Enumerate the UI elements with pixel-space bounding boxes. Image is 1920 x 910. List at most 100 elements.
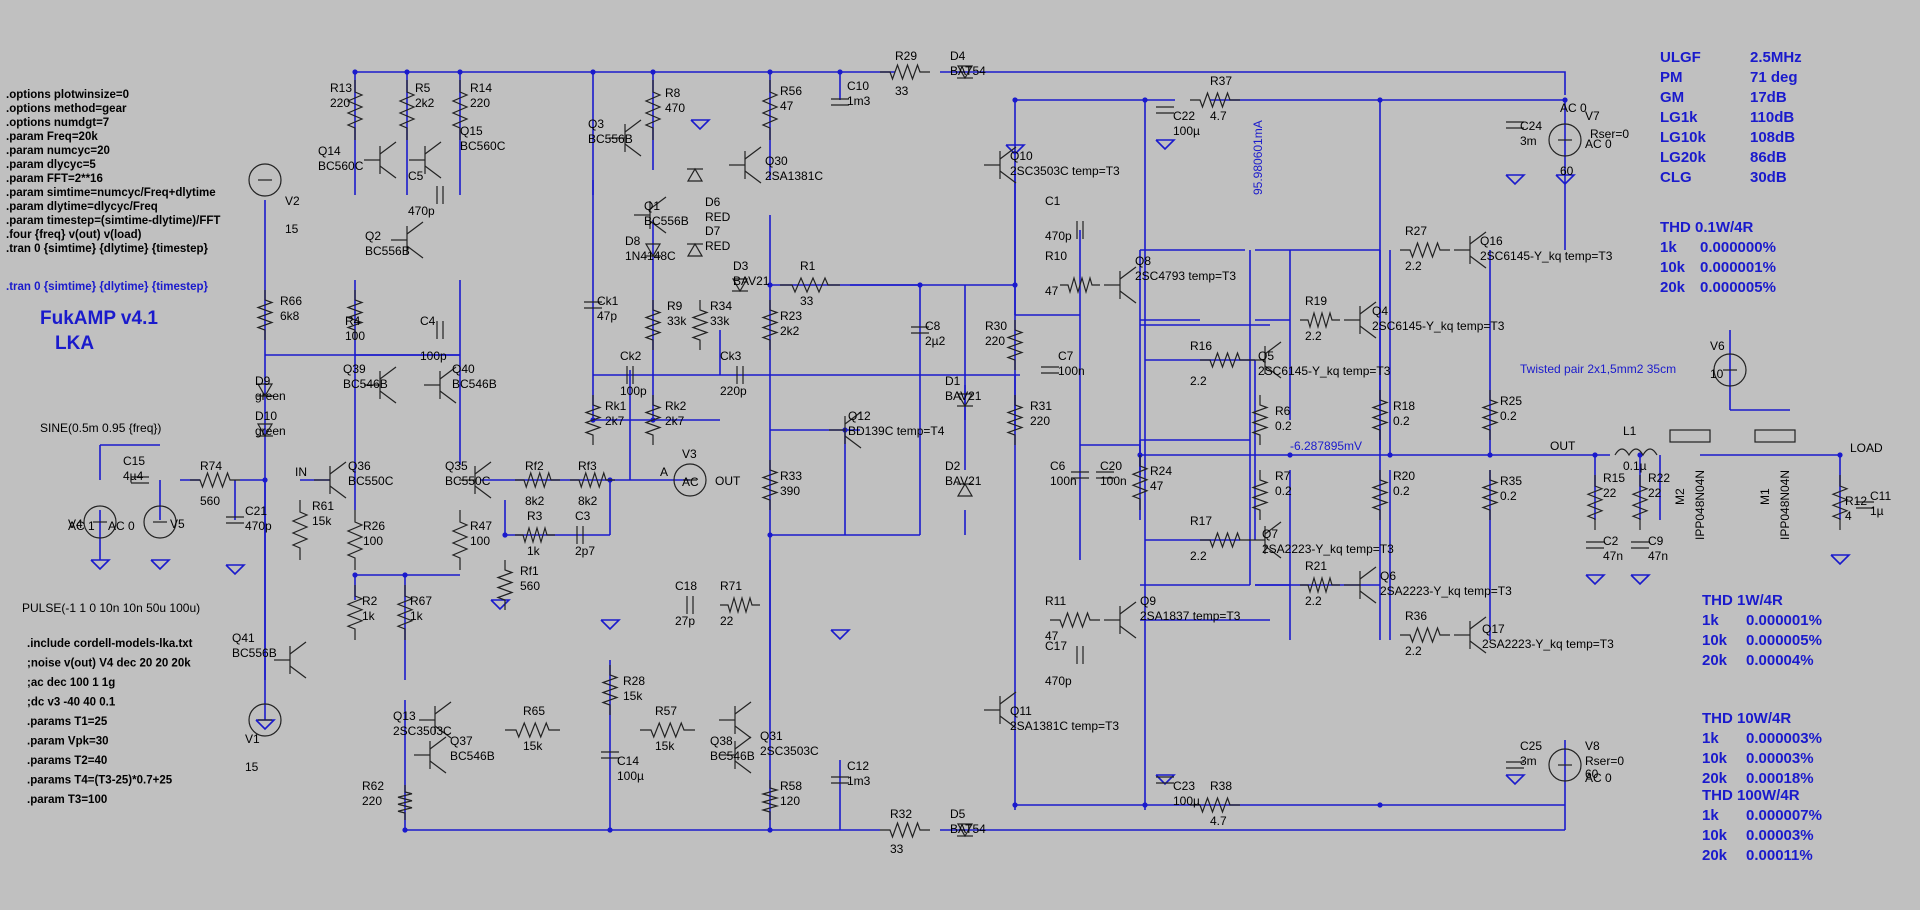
l1-inductor[interactable]: [1614, 448, 1658, 457]
rf3-resistor[interactable]: [570, 471, 615, 489]
thd-freq: 20k: [1702, 652, 1728, 669]
rk2-resistor[interactable]: [644, 395, 662, 445]
m1-mosfet[interactable]: [1754, 429, 1796, 443]
r7-resistor[interactable]: [1251, 470, 1269, 520]
r28-resistor[interactable]: [601, 665, 619, 715]
r37-resistor[interactable]: [1190, 91, 1240, 109]
r19-resistor[interactable]: [1300, 310, 1340, 330]
r14-resistor[interactable]: [451, 80, 469, 140]
d8-diode[interactable]: [644, 243, 662, 258]
r21-resistor[interactable]: [1300, 575, 1340, 595]
v8-value: 60: [1585, 767, 1599, 781]
rf1-ref: Rf1: [520, 564, 539, 578]
v5-source[interactable]: [143, 505, 177, 539]
r31-resistor[interactable]: [1006, 395, 1024, 445]
q39-collector: [379, 366, 397, 380]
r4-resistor[interactable]: [346, 290, 364, 340]
title-line1: FukAMP v4.1: [40, 308, 158, 329]
r74-resistor[interactable]: [190, 471, 240, 489]
junction: [1377, 97, 1383, 103]
loop-result-name: LG10k: [1660, 129, 1707, 146]
v2-source[interactable]: [248, 163, 282, 197]
c10-ref: C10: [847, 79, 869, 93]
r26-resistor[interactable]: [346, 510, 364, 570]
r30-resistor[interactable]: [1006, 320, 1024, 370]
r47-resistor[interactable]: [451, 510, 469, 570]
r8-resistor[interactable]: [644, 80, 662, 140]
v7-source[interactable]: [1548, 123, 1582, 157]
r27-resistor[interactable]: [1400, 241, 1450, 259]
r65-resistor[interactable]: [505, 721, 560, 739]
r23-resistor[interactable]: [761, 300, 779, 350]
v4-value: AC 1: [68, 519, 95, 533]
r24-resistor[interactable]: [1131, 455, 1149, 510]
r16-resistor[interactable]: [1200, 351, 1250, 369]
v4-source[interactable]: [83, 505, 117, 539]
c12-ref: C12: [847, 759, 869, 773]
r2-resistor[interactable]: [346, 585, 364, 640]
r6-value: 0.2: [1275, 419, 1292, 433]
d9-diode[interactable]: [256, 383, 274, 398]
rk1-resistor[interactable]: [584, 395, 602, 445]
r38-resistor[interactable]: [1190, 796, 1240, 814]
r1-resistor[interactable]: [780, 276, 840, 294]
r17-resistor[interactable]: [1200, 531, 1250, 549]
r13-resistor[interactable]: [346, 80, 364, 140]
rf1-resistor[interactable]: [496, 560, 514, 610]
q1-ref: Q1: [644, 199, 660, 213]
r9-resistor[interactable]: [644, 300, 662, 350]
rf2-resistor[interactable]: [515, 471, 560, 489]
r71-resistor[interactable]: [720, 595, 760, 615]
r29-resistor[interactable]: [880, 63, 930, 81]
c15-ref: C15: [123, 454, 145, 468]
r66-resistor[interactable]: [256, 290, 274, 340]
r56-resistor[interactable]: [761, 80, 779, 140]
r35-resistor[interactable]: [1481, 470, 1499, 520]
q3-collector: [624, 119, 642, 133]
v3-source[interactable]: [673, 463, 707, 497]
ground-symbol: [1585, 574, 1606, 586]
r6-resistor[interactable]: [1251, 395, 1269, 445]
r20-resistor[interactable]: [1371, 470, 1389, 520]
q1-collector: [649, 196, 667, 210]
v6-source[interactable]: [1713, 353, 1747, 387]
junction: [1637, 452, 1643, 458]
r11-ref: R11: [1045, 594, 1066, 608]
d4-diode[interactable]: [956, 65, 974, 80]
q38-ref: Q38: [710, 734, 733, 748]
r11-resistor[interactable]: [1050, 611, 1100, 629]
r33-resistor[interactable]: [761, 460, 779, 510]
r5-resistor[interactable]: [398, 80, 416, 140]
v8-source[interactable]: [1548, 748, 1582, 782]
r36-resistor[interactable]: [1400, 626, 1450, 644]
d3-diode[interactable]: [731, 278, 749, 293]
d2-diode[interactable]: [956, 482, 974, 497]
r22-resistor[interactable]: [1631, 475, 1649, 530]
v1-source[interactable]: [248, 703, 282, 737]
d1-diode[interactable]: [956, 393, 974, 408]
d6-diode[interactable]: [686, 167, 704, 182]
r3-resistor[interactable]: [515, 525, 555, 545]
r12-resistor[interactable]: [1831, 475, 1849, 530]
d6-value: RED: [705, 210, 731, 224]
q8-value: 2SC4793 temp=T3: [1135, 269, 1236, 283]
d10-diode[interactable]: [256, 423, 274, 438]
r15-resistor[interactable]: [1586, 475, 1604, 530]
r18-resistor[interactable]: [1371, 390, 1389, 440]
net-load: LOAD: [1850, 441, 1883, 455]
r61-resistor[interactable]: [291, 500, 309, 560]
r67-resistor[interactable]: [396, 585, 414, 640]
r58-value: 120: [780, 794, 800, 808]
d5-diode[interactable]: [956, 823, 974, 838]
m2-mosfet[interactable]: [1669, 429, 1711, 443]
r32-resistor[interactable]: [880, 821, 930, 839]
r25-resistor[interactable]: [1481, 390, 1499, 440]
r58-resistor[interactable]: [760, 780, 780, 820]
r62-resistor[interactable]: [397, 785, 413, 820]
r57-resistor[interactable]: [640, 721, 695, 739]
q17-ref: Q17: [1482, 622, 1505, 636]
d7-diode[interactable]: [686, 242, 704, 257]
r34-resistor[interactable]: [691, 300, 709, 350]
r10-resistor[interactable]: [1060, 275, 1100, 295]
